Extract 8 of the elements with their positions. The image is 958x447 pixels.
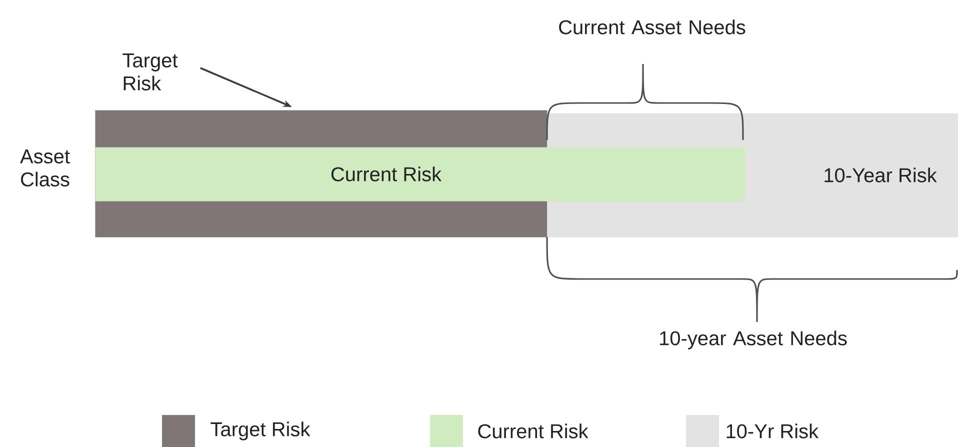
heading: 10-year Asset Needs	[660, 330, 847, 350]
heading: Current Asset Needs	[559, 20, 746, 34]
legend-label: 10-Yr Risk	[726, 424, 819, 438]
risk-band: Current Risk	[95, 147, 746, 202]
axis-label: Asset Class	[20, 150, 70, 186]
legend-label: Current Risk	[478, 424, 588, 438]
node-label: Target Risk	[122, 54, 178, 90]
legend-label: Target Risk	[210, 422, 310, 440]
